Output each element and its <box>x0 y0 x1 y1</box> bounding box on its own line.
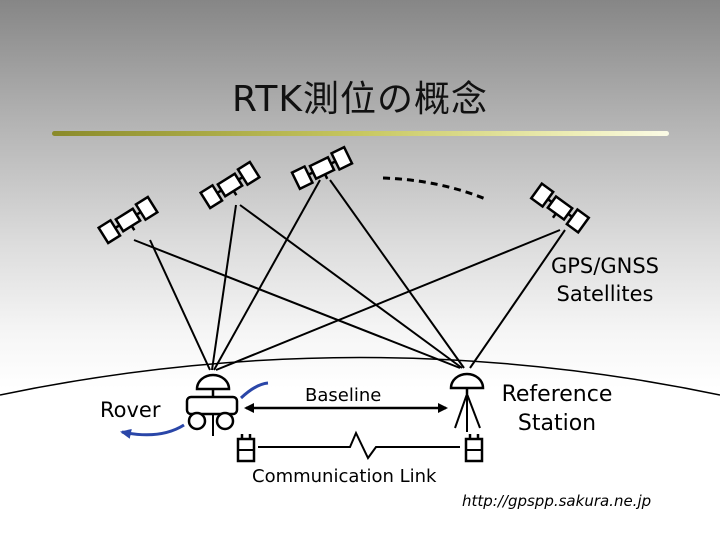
page-title: RTK測位の概念 <box>232 79 488 120</box>
satellites-label-line1: GPS/GNSS <box>551 254 659 278</box>
communication-link-label: Communication Link <box>252 466 437 487</box>
reference-label-line2: Station <box>517 411 597 436</box>
radio-icon <box>464 432 484 463</box>
reference-label-line1: Reference <box>501 382 613 407</box>
rover-antenna-icon <box>195 373 231 397</box>
satellite-icon <box>199 160 263 212</box>
source-url: http://gpspp.sakura.ne.jp <box>462 492 652 510</box>
reference-antenna-icon <box>449 372 485 432</box>
satellites-label: GPS/GNSS Satellites <box>520 252 690 308</box>
satellite-icon <box>97 195 161 247</box>
radio-icon <box>236 432 256 463</box>
title-divider <box>52 131 669 136</box>
satellites-label-line2: Satellites <box>556 282 654 306</box>
rover-motion-arc-top <box>239 381 269 400</box>
rover-label: Rover <box>100 398 161 422</box>
rover-vehicle-icon <box>185 395 239 436</box>
signal-lines-rover <box>149 179 561 371</box>
more-satellites-dashes <box>382 176 489 202</box>
satellite-icon <box>528 182 591 237</box>
signal-lines-reference <box>133 179 566 369</box>
communication-link-bolt <box>258 430 460 460</box>
reference-station-label: Reference Station <box>487 380 627 438</box>
earth-horizon <box>0 356 720 396</box>
baseline-label: Baseline <box>305 385 382 406</box>
rover-motion-arrow <box>120 423 185 439</box>
satellite-icon <box>290 145 355 193</box>
